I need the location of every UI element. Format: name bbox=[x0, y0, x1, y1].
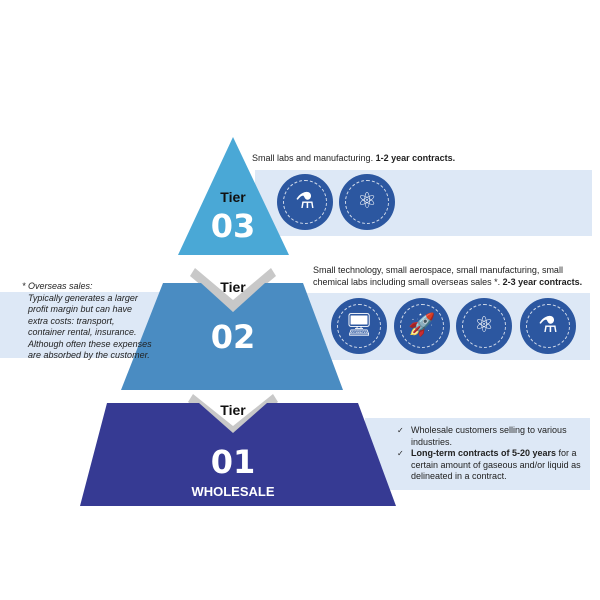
overseas-sales-note: * Overseas sales: Typically generates a … bbox=[22, 281, 152, 362]
lab-equipment-icon: ⚗ bbox=[520, 298, 576, 354]
tier-3-description: Small labs and manufacturing. 1-2 year c… bbox=[252, 153, 592, 165]
tier-3-label: Tier bbox=[220, 189, 246, 205]
tier-2-desc-text: Small technology, small aerospace, small… bbox=[313, 265, 563, 287]
bullet-item: Wholesale customers selling to various i… bbox=[397, 425, 587, 448]
note-body: Typically generates a larger profit marg… bbox=[28, 292, 152, 361]
tier-2-number: 02 bbox=[210, 318, 256, 356]
tier-3-number: 03 bbox=[210, 207, 256, 245]
tier-3-contract-term: 1-2 year contracts. bbox=[375, 153, 456, 163]
tier-3-triangle bbox=[178, 137, 289, 255]
tier-1-bullets: Wholesale customers selling to various i… bbox=[397, 425, 587, 483]
tier-1-subtitle: WHOLESALE bbox=[191, 484, 275, 499]
tier-2-label: Tier bbox=[220, 279, 246, 295]
technology-icon: 🖥 bbox=[331, 298, 387, 354]
tier-3-desc-text: Small labs and manufacturing. bbox=[252, 153, 376, 163]
tier-1-trapezoid bbox=[80, 403, 396, 506]
factory-science-icon: ⚛ bbox=[339, 174, 395, 230]
tier-1-label: Tier bbox=[220, 402, 246, 418]
tier-1-number: 01 bbox=[210, 443, 256, 481]
tier-2-trapezoid bbox=[121, 283, 343, 390]
bullet-item: Long-term contracts of 5-20 years for a … bbox=[397, 448, 587, 483]
tier-2-description: Small technology, small aerospace, small… bbox=[313, 265, 593, 288]
aerospace-icon: 🚀 bbox=[394, 298, 450, 354]
factory-science-icon: ⚛ bbox=[456, 298, 512, 354]
tier-2-contract-term: 2-3 year contracts. bbox=[502, 276, 583, 287]
lab-equipment-icon: ⚗ bbox=[277, 174, 333, 230]
note-title: * Overseas sales: bbox=[22, 281, 93, 291]
